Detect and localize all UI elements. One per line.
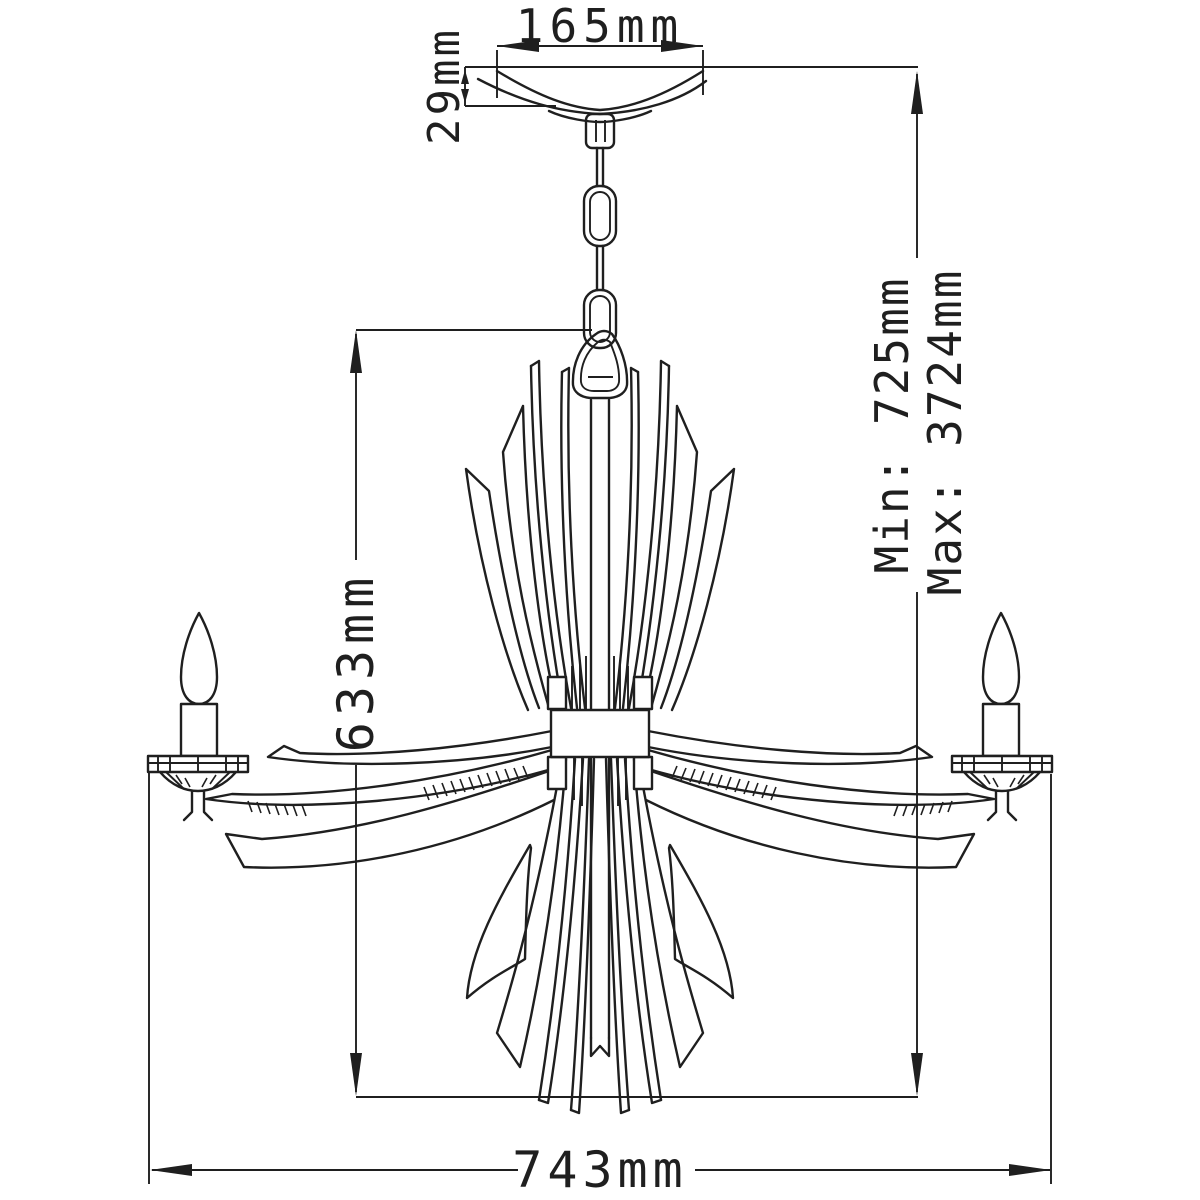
- hub-tab-top-left: [546, 675, 568, 711]
- bobeche-taper-edges: [165, 771, 231, 790]
- dim-body-height: 633mm: [327, 329, 592, 1096]
- arm-left: [204, 729, 556, 869]
- dim-633-arrow-up-icon: [350, 330, 362, 373]
- dim-overall-width: 743mm: [150, 1141, 1051, 1199]
- arm-lower-ribbon-flag: [224, 768, 556, 869]
- dim-drop-arrow-down-icon: [911, 1053, 923, 1096]
- lower-blade-inner-a: [537, 757, 577, 1102]
- arm-middle-ribbon: [204, 748, 554, 806]
- lower-blade-fan-left: [465, 757, 596, 1115]
- chain-link-2-outer: [582, 288, 618, 350]
- dim-29-tick-top-icon: [461, 70, 469, 84]
- min-drop-label: Min: 725mm: [865, 277, 919, 574]
- dim-165-arrow-left-icon: [497, 40, 539, 52]
- dim-drop-range: Min: 725mm Max: 3724mm: [865, 71, 972, 1096]
- dim-743-arrow-left-icon: [150, 1164, 192, 1176]
- candle-sleeve: [179, 702, 219, 758]
- arm-right: [644, 729, 996, 869]
- upper-blade-fan-right: [613, 359, 736, 712]
- dim-165-arrow-right-icon: [661, 40, 703, 52]
- chain-link-1-outer: [582, 184, 618, 248]
- center-hub-plate: [549, 708, 651, 759]
- finial: [571, 329, 629, 400]
- candle-bulb: [179, 611, 219, 706]
- upper-blade-second-b: [529, 359, 573, 710]
- dim-canopy-height: 29mm: [419, 27, 556, 145]
- canopy-width-label: 165mm: [516, 0, 684, 53]
- chain-connector-detail: [595, 120, 606, 142]
- bobeche-plate-segments: [148, 756, 248, 772]
- canopy-rim-inner: [495, 69, 705, 112]
- bobeche-underbowl: [158, 770, 238, 793]
- hub-tab-bottom-left: [546, 755, 568, 791]
- lower-blade-wing: [465, 843, 533, 1000]
- upper-blade-second-a: [529, 364, 565, 710]
- center-hub-assembly: [546, 675, 654, 791]
- stem-bottom-notch: [589, 1036, 611, 1058]
- candle-left: [146, 611, 250, 822]
- candle-right: [950, 611, 1054, 822]
- arm-hatching-inner: [423, 765, 529, 801]
- lower-blade-diamond: [495, 757, 568, 1069]
- upper-blade-inner-b: [560, 366, 587, 710]
- max-drop-label: Max: 3724mm: [918, 269, 972, 596]
- upper-blade-fan-left: [464, 359, 587, 712]
- chain-link-1-inner: [589, 191, 611, 241]
- dim-drop-arrow-up-icon: [911, 71, 923, 114]
- finial-inner-loop: [580, 338, 621, 392]
- waist-cluster-lines: [571, 656, 629, 806]
- arm-hatching-outer: [247, 800, 307, 817]
- chain-assembly: [582, 112, 618, 350]
- overall-width-label: 743mm: [512, 1141, 688, 1199]
- extension-lines: [148, 66, 1052, 1184]
- body-height-label: 633mm: [327, 572, 385, 753]
- dim-canopy-width: 165mm: [496, 0, 704, 98]
- lower-blade-near-stem-a: [569, 757, 591, 1112]
- canopy-height-label: 29mm: [419, 27, 470, 145]
- finial-outer-loop: [571, 329, 629, 400]
- lower-blade-inner-b: [537, 757, 585, 1105]
- hub-tab-bottom-right: [632, 755, 654, 791]
- bobeche-hatching: [175, 774, 217, 788]
- dim-29-tick-bottom-icon: [461, 89, 469, 103]
- chain-connector: [584, 112, 616, 150]
- dim-633-arrow-down-icon: [350, 1053, 362, 1096]
- canopy-bottom-lip: [547, 109, 653, 124]
- dim-743-arrow-right-icon: [1009, 1164, 1051, 1176]
- arm-top-ribbon: [266, 729, 554, 766]
- chain-rod-1: [595, 146, 605, 188]
- hub-tab-top-right: [632, 675, 654, 711]
- chain-link-2-inner: [589, 295, 611, 343]
- chain-rod-2: [595, 244, 605, 292]
- bobeche-stem: [182, 789, 214, 822]
- lower-blade-near-stem-b: [569, 757, 596, 1115]
- upper-blade-wing: [464, 467, 541, 712]
